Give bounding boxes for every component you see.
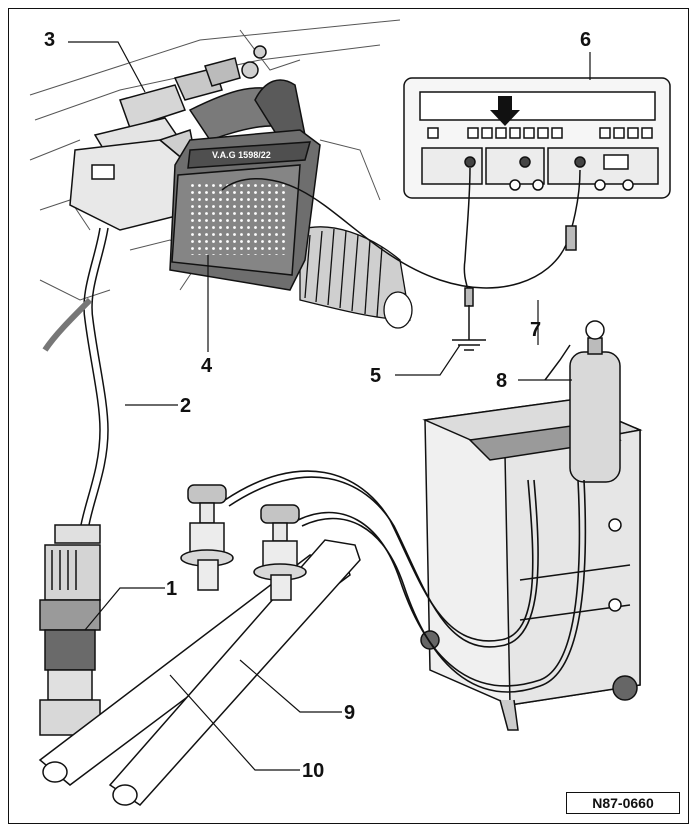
callout-7: 7 [530,319,542,341]
refrigerant-pipes [38,539,361,806]
cable-2 [42,227,109,531]
pressure-sensor [39,524,101,736]
test-adapter-box [169,129,321,291]
callout-1: 1 [166,578,178,600]
coolant-hoses [188,45,306,141]
callout-10: 10 [302,760,325,782]
figure-code-label: N87-0660 [566,792,680,814]
callout-8: 8 [496,370,508,392]
relay-connector-group [93,57,241,161]
air-intake-hose [299,226,413,329]
service-hoses [224,470,587,693]
callout-9: 9 [344,702,356,724]
refrigerant-bottle [544,320,621,483]
selector-arrow-icon [490,96,520,126]
measurement-leads [221,167,581,307]
callout-5: 5 [370,365,382,387]
callout-2: 2 [180,395,192,417]
ground-symbol-icon [452,305,486,351]
leader-lines [68,41,591,771]
figure-frame [8,8,689,824]
multimeter [403,77,671,199]
service-valves [180,484,307,601]
callout-6: 6 [580,29,592,51]
callout-3: 3 [44,29,56,51]
adapter-label: V.A.G 1598/22 [212,150,271,160]
engine-bay-background [29,19,401,301]
callout-4: 4 [201,355,213,377]
